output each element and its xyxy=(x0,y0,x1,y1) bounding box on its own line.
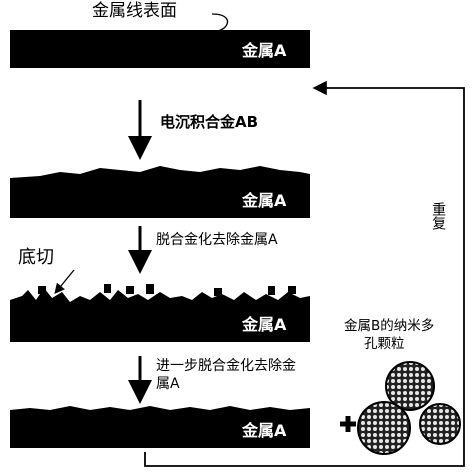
undercut-label: 底切 xyxy=(18,247,54,268)
undercut-particle xyxy=(126,286,134,294)
repeat-label: 重复 xyxy=(430,202,447,230)
metal-a-label-3: 金属A xyxy=(242,315,287,334)
final-bar-4 xyxy=(10,406,310,448)
undercut-particle xyxy=(146,284,154,294)
undercut-arrow xyxy=(54,269,75,295)
plus-sign xyxy=(340,416,356,432)
metal-a-label-1: 金属A xyxy=(242,41,287,60)
metal-bar-1 xyxy=(10,30,310,68)
alloy-bar-2 xyxy=(10,166,310,218)
undercut-particle xyxy=(214,288,222,296)
undercut-particle xyxy=(38,286,46,294)
step2-label: 脱合金化去除金属A xyxy=(156,232,278,248)
nanoporous-particle xyxy=(419,403,461,445)
nanoparticles-label-line1: 金属B的纳米多 xyxy=(344,318,435,334)
undercut-particle xyxy=(268,286,275,295)
nanoporous-particle xyxy=(385,361,435,411)
undercut-particle xyxy=(288,286,296,294)
metal-a-label-2: 金属A xyxy=(242,191,287,210)
dealloyed-bar-3 xyxy=(10,288,310,342)
wire-surface-label: 金属线表面 xyxy=(92,1,177,21)
surface-pointer xyxy=(211,13,229,35)
step1-label: 电沉积合金AB xyxy=(160,113,259,131)
repeat-loop-line xyxy=(144,80,465,467)
step3-label-line1: 进一步脱合金化去除金 xyxy=(156,358,296,374)
nanoparticles-label-line2: 孔颗粒 xyxy=(364,336,405,352)
undercut-particle xyxy=(104,284,111,293)
metal-a-label-4: 金属A xyxy=(242,421,287,440)
nanoporous-particle xyxy=(357,401,411,455)
step3-label-line2: 属A xyxy=(156,376,180,392)
